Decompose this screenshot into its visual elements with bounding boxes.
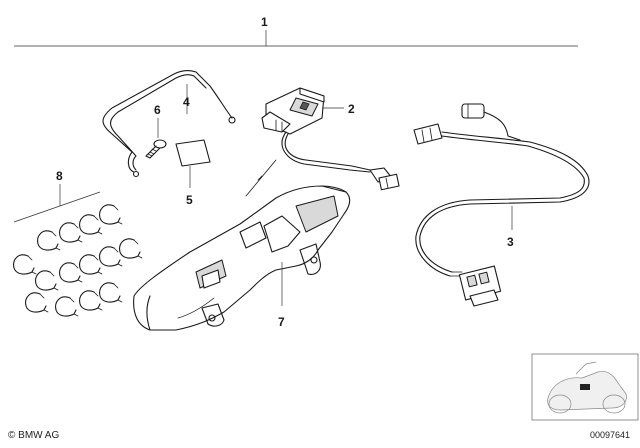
callout-2: 2 (348, 102, 355, 116)
clip (25, 292, 47, 313)
cover-part (133, 159, 351, 331)
callout-5: 5 (186, 193, 193, 207)
clip-tab (93, 291, 103, 311)
clip (35, 270, 57, 291)
harness-part (413, 103, 590, 307)
clip-tab (73, 223, 83, 243)
callout-7: 7 (278, 315, 285, 329)
clip (37, 230, 59, 251)
clip-tab (93, 215, 103, 235)
clip-tab (113, 247, 123, 267)
clip-tab (49, 271, 59, 291)
clip-tab (69, 297, 79, 317)
clip-tab (93, 255, 103, 275)
switch-part (261, 87, 400, 191)
clip-tab (39, 293, 49, 313)
clip-tab (113, 283, 123, 303)
copyright-text: © BMW AG (8, 430, 60, 441)
wire-bracket-part (102, 70, 236, 178)
pad-part (175, 139, 211, 167)
callout-8: 8 (56, 169, 63, 183)
clip (99, 204, 121, 225)
screw-part (145, 139, 167, 159)
clip-tab (73, 263, 83, 283)
clip (79, 254, 101, 275)
clip (13, 254, 35, 275)
clip-tab (113, 205, 123, 225)
callout-6: 6 (154, 103, 161, 117)
clip (79, 214, 101, 235)
callout-4: 4 (183, 95, 190, 109)
clip (79, 290, 101, 311)
callout-3: 3 (507, 235, 514, 249)
clip-tab (27, 255, 37, 275)
clip (59, 222, 81, 243)
clip (59, 262, 81, 283)
callout-1: 1 (261, 15, 268, 29)
clips-part (13, 204, 143, 317)
clips-bracket-line (13, 191, 101, 223)
clip-tab (51, 231, 61, 251)
clip (99, 246, 121, 267)
vehicle-inset (531, 353, 639, 421)
clip (99, 282, 121, 303)
clip (119, 238, 141, 259)
document-number: 00097641 (589, 430, 630, 440)
clip-tab (133, 239, 143, 259)
clip (55, 296, 77, 317)
